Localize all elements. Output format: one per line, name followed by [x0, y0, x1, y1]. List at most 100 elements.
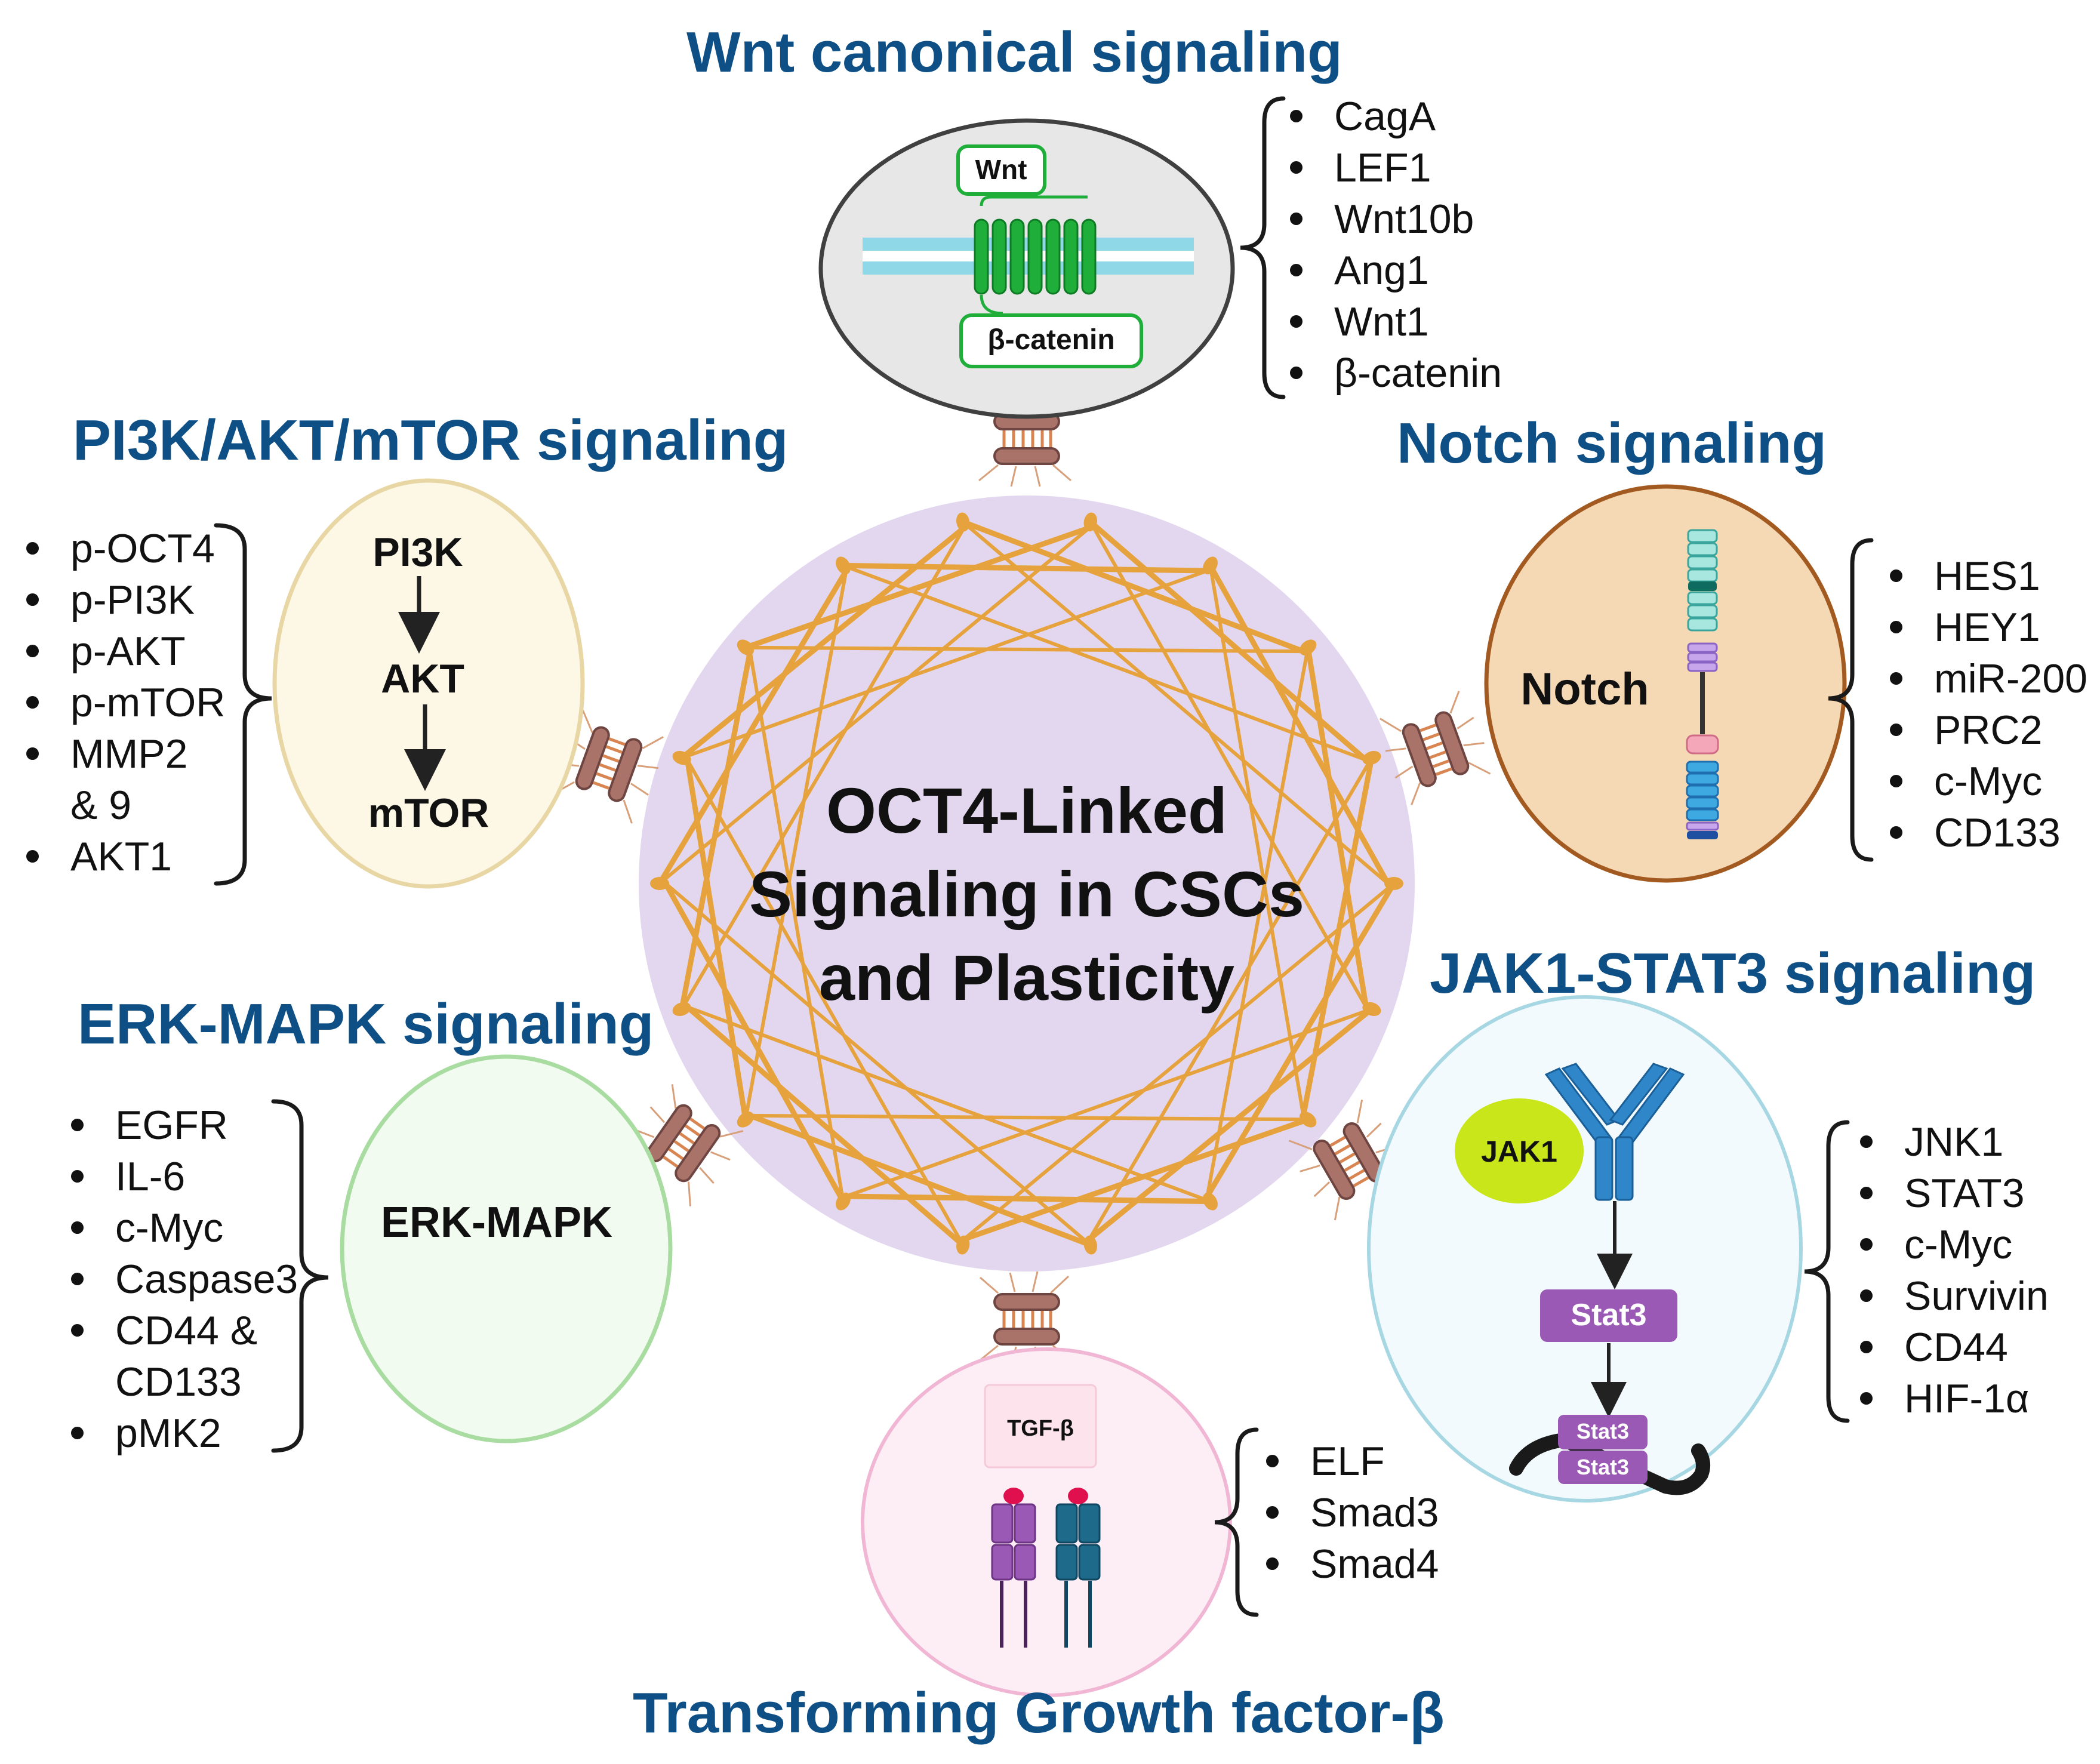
pi3k-ellipse — [272, 478, 585, 889]
list-item: p-PI3K — [23, 574, 225, 626]
jak-cell: JAK1 Stat3 Stat3 Stat3 — [1367, 995, 1803, 1503]
list-item: c-Myc — [67, 1202, 298, 1254]
pi3k-node: PI3K — [372, 529, 463, 575]
fiber-strand — [743, 569, 848, 1122]
fiber-strand — [685, 758, 965, 1247]
fiber-anchor — [956, 512, 970, 532]
center-line-1: OCT4-Linked — [826, 774, 1227, 846]
notch-title: Notch signaling — [1397, 411, 1827, 475]
jak-brace — [1804, 1120, 1850, 1423]
tgf-receptor-1-icon — [991, 1488, 1036, 1648]
jak1-kinase — [1455, 1098, 1584, 1203]
fiber-anchor — [1299, 639, 1317, 655]
list-item: p-AKT — [23, 626, 225, 677]
fiber-anchor — [836, 556, 851, 575]
center-line-2: Signaling in CSCs — [749, 858, 1304, 930]
tgf-cell: TGF-β — [861, 1347, 1232, 1697]
notch-receptor-icon — [1686, 529, 1719, 839]
tgf-ligand-box — [984, 1384, 1097, 1469]
fiber-strand — [748, 649, 845, 1203]
list-item: p-mTOR — [23, 677, 225, 728]
list-item: ELF — [1263, 1436, 1439, 1487]
fiber-anchor — [1083, 512, 1097, 532]
fiber-anchor — [1083, 1235, 1097, 1255]
antibody-receptor-icon — [1544, 1063, 1685, 1201]
erk-list: EGFR IL-6 c-Myc Caspase3 CD44 & CD133 pM… — [67, 1100, 298, 1459]
pi3k-title: PI3K/AKT/mTOR signaling — [73, 408, 789, 472]
list-item: CD44 & — [67, 1305, 298, 1356]
erk-label: ERK-MAPK — [381, 1199, 612, 1246]
center-circle — [639, 495, 1415, 1272]
wnt-brace — [1240, 96, 1286, 399]
pi3k-list: p-OCT4 p-PI3K p-AKT p-mTOR MMP2 & 9 AKT1 — [23, 523, 225, 882]
akt-node: AKT — [381, 656, 464, 701]
fiber-strand — [844, 1007, 1374, 1198]
list-item: EGFR — [67, 1100, 298, 1151]
wnt-cell: Wnt β-catenin — [818, 118, 1235, 419]
fiber-anchor — [1203, 556, 1218, 575]
center-cell: OCT4-Linked Signaling in CSCs and Plasti… — [639, 495, 1415, 1272]
frizzled-receptor-icon — [974, 218, 1097, 295]
fiber-anchor — [672, 1002, 691, 1017]
stat3-label: Stat3 — [1571, 1298, 1646, 1332]
list-item: Smad4 — [1263, 1538, 1439, 1590]
list-item: Ang1 — [1286, 245, 1502, 296]
fiber-strand — [685, 1005, 1212, 1203]
list-item: Caspase3 — [67, 1254, 298, 1305]
wnt-list: CagA LEF1 Wnt10b Ang1 Wnt1 β-catenin — [1286, 91, 1502, 399]
jak1-label: JAK1 — [1481, 1135, 1557, 1168]
list-item: HES1 — [1886, 550, 2087, 602]
fiber-strand — [841, 564, 1368, 762]
erk-cell: ERK-MAPK — [340, 1054, 673, 1443]
fiber-strand — [1300, 755, 1375, 1119]
tgf-receptor-2-icon — [1055, 1488, 1101, 1648]
list-item: β-catenin — [1286, 347, 1502, 399]
list-item: STAT3 — [1856, 1168, 2049, 1219]
list-item: MMP2 — [23, 728, 225, 780]
center-line-3: and Plasticity — [819, 941, 1234, 1014]
list-item: CD44 — [1856, 1322, 2049, 1373]
list-item: CagA — [1286, 91, 1502, 142]
fiber-anchor — [737, 639, 755, 655]
list-item: miR-200 — [1886, 653, 2087, 704]
fiber-strand — [961, 520, 1390, 885]
fiber-anchor — [672, 750, 691, 765]
fiber-strand — [658, 526, 1092, 885]
fiber-anchor — [956, 1235, 970, 1255]
list-item: AKT1 — [23, 831, 225, 882]
notch-brace — [1828, 538, 1874, 862]
stat3-dimer-top-label: Stat3 — [1576, 1419, 1629, 1443]
pi3k-brace — [214, 523, 272, 886]
erk-ellipse — [340, 1054, 673, 1443]
pi3k-cell: PI3K AKT mTOR — [272, 478, 585, 889]
wnt-ligand-label: Wnt — [975, 154, 1027, 185]
list-item: IL-6 — [67, 1151, 298, 1202]
fiber-strand — [1208, 564, 1305, 1117]
list-item: pMK2 — [67, 1408, 298, 1459]
fiber-anchor — [650, 877, 669, 890]
list-item: JNK1 — [1856, 1116, 2049, 1168]
tgf-label: TGF-β — [1007, 1416, 1074, 1441]
erk-title: ERK-MAPK signaling — [78, 992, 654, 1056]
cytoskeleton-fibers — [650, 512, 1403, 1255]
beta-catenin-box — [959, 313, 1143, 368]
list-item: HIF-1α — [1856, 1373, 2049, 1424]
notch-cell: Notch — [1484, 484, 1847, 883]
jak-list: JNK1 STAT3 c-Myc Survivin CD44 HIF-1α — [1856, 1116, 2049, 1424]
beta-catenin-label: β-catenin — [987, 324, 1114, 356]
fiber-strand — [1205, 645, 1310, 1198]
fiber-strand — [664, 882, 1092, 1247]
fiber-strand — [1088, 756, 1374, 1241]
tgf-title: Transforming Growth factor-β — [633, 1681, 1445, 1745]
fiber-strand — [680, 526, 966, 1011]
list-item: Wnt10b — [1286, 193, 1502, 245]
list-item: Smad3 — [1263, 1487, 1439, 1538]
stat3-box — [1540, 1289, 1677, 1342]
wnt-title: Wnt canonical signaling — [686, 20, 1342, 84]
list-item: Survivin — [1856, 1270, 2049, 1322]
notch-ellipse — [1484, 484, 1847, 883]
erk-brace — [271, 1099, 329, 1453]
fiber-anchor — [1362, 750, 1381, 765]
list-item: p-OCT4 — [23, 523, 225, 574]
